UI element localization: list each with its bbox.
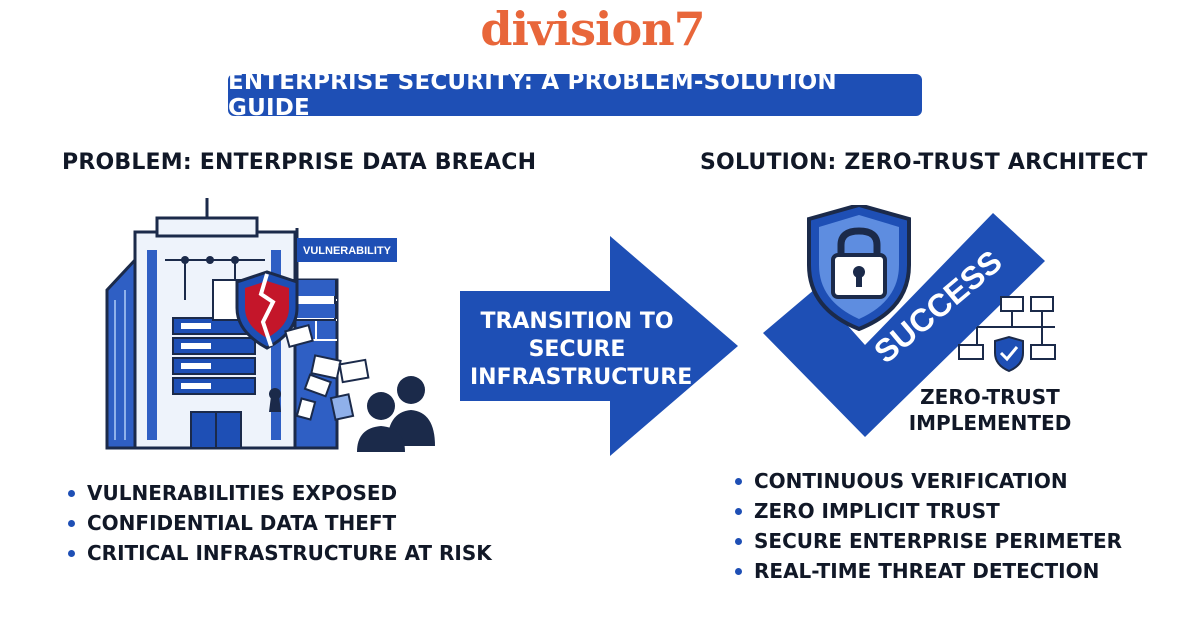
transition-label: TRANSITION TO SECURE INFRASTRUCTURE [470, 308, 693, 392]
transition-line-3: INFRASTRUCTURE [470, 365, 693, 390]
vulnerability-tag: VULNERABILITY [297, 238, 397, 262]
list-item: ZERO IMPLICIT TRUST [735, 496, 1122, 526]
solution-illustration: SUCCESS [763, 205, 1056, 437]
solution-bullet-text: REAL-TIME THREAT DETECTION [754, 559, 1100, 583]
people-icon [357, 376, 435, 452]
problem-bullet-list: VULNERABILITIES EXPOSED CONFIDENTIAL DAT… [68, 478, 492, 568]
list-item: SECURE ENTERPRISE PERIMETER [735, 526, 1122, 556]
breach-illustration [105, 198, 435, 452]
list-item: CRITICAL INFRASTRUCTURE AT RISK [68, 538, 492, 568]
brand-logo: division7 [480, 2, 705, 56]
network-icon [958, 296, 1056, 360]
bullet-dot [68, 549, 75, 557]
problem-bullet-text: VULNERABILITIES EXPOSED [87, 481, 398, 505]
solution-bullet-list: CONTINUOUS VERIFICATION ZERO IMPLICIT TR… [735, 466, 1122, 586]
right-arrow-icon [460, 236, 738, 456]
document-icon [295, 393, 355, 421]
envelope-icon [284, 323, 370, 398]
checkmark-icon [763, 213, 1045, 437]
small-shield-check-icon [994, 335, 1024, 373]
transition-line-2: SECURE [528, 337, 626, 362]
list-item: CONFIDENTIAL DATA THEFT [68, 508, 492, 538]
bullet-dot [735, 537, 742, 545]
problem-bullet-text: CRITICAL INFRASTRUCTURE AT RISK [87, 541, 492, 565]
bullet-dot [735, 567, 742, 575]
bullet-dot [735, 507, 742, 515]
bullet-dot [735, 477, 742, 485]
list-item: REAL-TIME THREAT DETECTION [735, 556, 1122, 586]
transition-line-1: TRANSITION TO [480, 309, 674, 334]
vulnerability-tag-text: VULNERABILITY [303, 245, 392, 257]
title-banner: ENTERPRISE SECURITY: A PROBLEM-SOLUTION … [228, 69, 922, 121]
bullet-dot [68, 519, 75, 527]
bullet-dot [68, 489, 75, 497]
zero-trust-status-line-2: IMPLEMENTED [908, 411, 1072, 435]
problem-bullet-text: CONFIDENTIAL DATA THEFT [87, 511, 397, 535]
zero-trust-status: ZERO-TRUST IMPLEMENTED [900, 384, 1080, 436]
list-item: VULNERABILITIES EXPOSED [68, 478, 492, 508]
keyhole-icon [269, 388, 281, 412]
solution-bullet-text: ZERO IMPLICIT TRUST [754, 499, 1000, 523]
office-building-icon [105, 198, 339, 450]
padlock-shield-icon [807, 205, 911, 332]
solution-heading: SOLUTION: ZERO-TRUST ARCHITECT [700, 150, 1148, 175]
list-item: CONTINUOUS VERIFICATION [735, 466, 1122, 496]
zero-trust-status-line-1: ZERO-TRUST [920, 385, 1060, 409]
solution-bullet-text: SECURE ENTERPRISE PERIMETER [754, 529, 1123, 553]
page-title: ENTERPRISE SECURITY: A PROBLEM-SOLUTION … [228, 69, 837, 121]
solution-bullet-text: CONTINUOUS VERIFICATION [754, 469, 1068, 493]
broken-shield-icon [235, 270, 299, 350]
problem-heading: PROBLEM: ENTERPRISE DATA BREACH [62, 150, 537, 175]
